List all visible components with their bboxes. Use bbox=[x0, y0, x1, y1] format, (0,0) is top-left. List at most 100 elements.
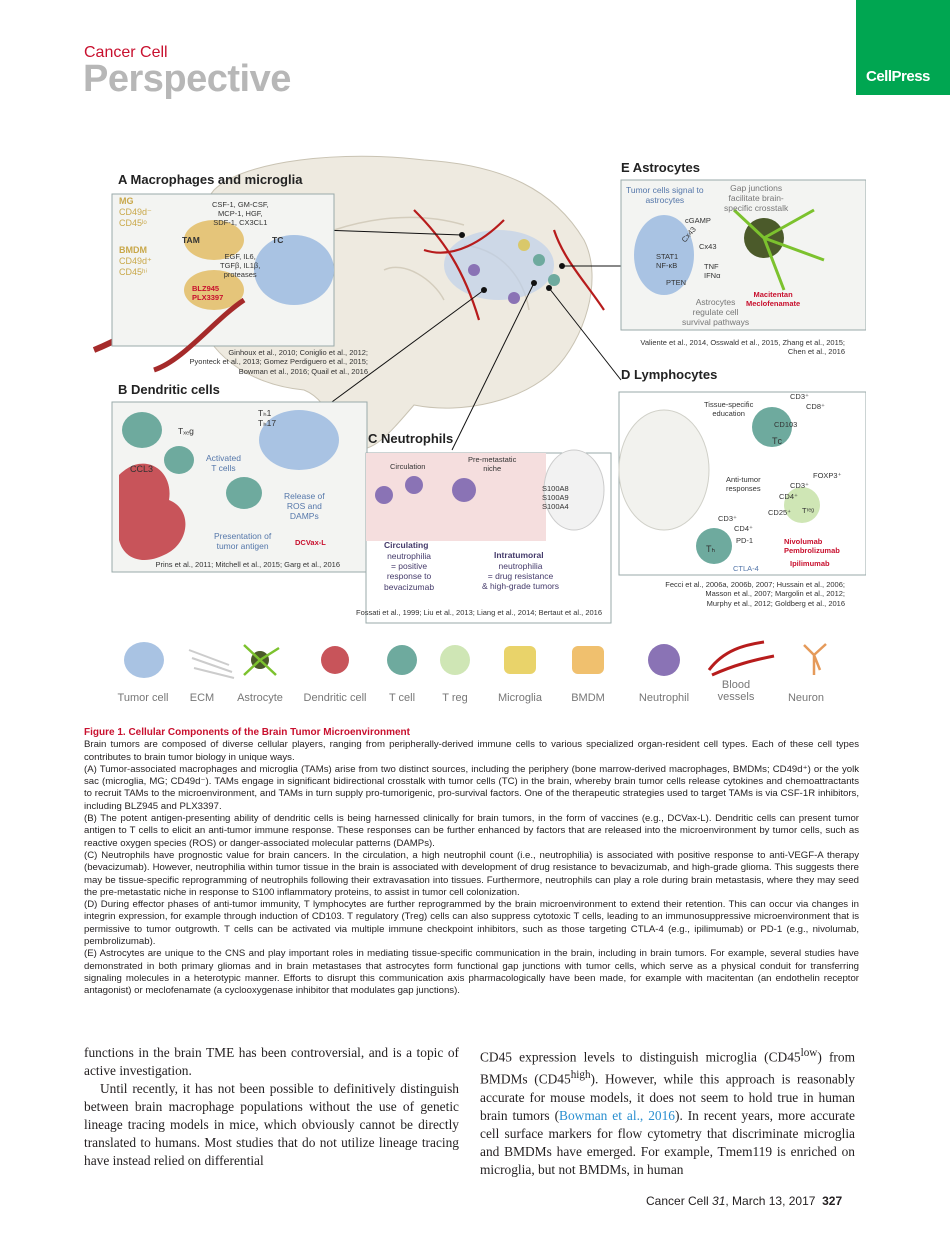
legend-dendritic-cell: Dendritic cell bbox=[303, 692, 367, 704]
figure-caption: Figure 1. Cellular Components of the Bra… bbox=[84, 727, 859, 998]
panel-a-drugs: BLZ945 PLX3397 bbox=[192, 284, 224, 302]
caption-title: Figure 1. Cellular Components of the Bra… bbox=[84, 727, 410, 738]
mg-marker-cd45: CD45ˡᵒ bbox=[119, 218, 147, 228]
section-title: Perspective bbox=[83, 58, 291, 100]
neuron-icon bbox=[803, 643, 827, 675]
ecm-icon bbox=[188, 649, 235, 679]
caption-intro: Brain tumors are composed of diverse cel… bbox=[84, 739, 859, 763]
figure-artwork bbox=[92, 155, 866, 624]
cd103-label: CD103 bbox=[774, 420, 798, 429]
bmdm-marker-cd49d: CD49d⁺ bbox=[119, 256, 152, 266]
body-right-p1: CD45 expression levels to distinguish mi… bbox=[480, 1047, 856, 1177]
legend-bmdm: BMDM bbox=[571, 692, 605, 704]
panel-b-title: B Dendritic cells bbox=[118, 382, 220, 397]
cellpress-logo: CellPress bbox=[856, 0, 950, 95]
cd4-label-th: CD4⁺ bbox=[734, 524, 753, 533]
circulation-label: Circulation bbox=[390, 462, 426, 471]
neutrophil-icon bbox=[648, 644, 680, 676]
legend-microglia: Microglia bbox=[497, 692, 542, 704]
cd25-label: CD25⁺ bbox=[768, 508, 792, 517]
ctla4-label: CTLA-4 bbox=[733, 564, 759, 573]
reference-link[interactable]: Bowman et al., 2016 bbox=[559, 1107, 675, 1123]
mg-label: MG bbox=[119, 196, 134, 206]
mg-marker-cd49d: CD49d⁻ bbox=[119, 207, 152, 217]
panel-b-drug: DCVax-L bbox=[295, 538, 326, 547]
panel-c-title: C Neutrophils bbox=[368, 431, 454, 446]
caption-d: (D) During effector phases of anti-tumor… bbox=[84, 899, 859, 948]
premetastatic-label: Pre-metastatic niche bbox=[468, 455, 517, 473]
astrocyte-regulate-label: Astrocytes regulate cell survival pathwa… bbox=[682, 297, 750, 328]
body-left-column: functions in the brain TME has been cont… bbox=[84, 1044, 459, 1170]
ccl3-label: CCL3 bbox=[130, 464, 154, 474]
panel-e-drugs: Macitentan Meclofenamate bbox=[746, 290, 801, 308]
caption-b: (B) The potent antigen-presenting abilit… bbox=[84, 813, 859, 849]
cd3-label-treg: CD3⁺ bbox=[790, 481, 809, 490]
pd1-label: PD-1 bbox=[736, 536, 754, 545]
legend-icons bbox=[124, 640, 827, 679]
cd4-label-treg: CD4⁺ bbox=[779, 492, 798, 501]
tam-label: TAM bbox=[182, 235, 200, 245]
blood-vessels-icon bbox=[707, 640, 775, 677]
legend-tumor-cell: Tumor cell bbox=[117, 692, 169, 704]
presentation-label: Presentation of tumor antigen bbox=[214, 531, 272, 552]
treg-icon bbox=[440, 645, 470, 675]
caption-c: (C) Neutrophils have prognostic value fo… bbox=[84, 849, 859, 898]
panel-d-title: D Lymphocytes bbox=[621, 367, 718, 382]
tc-label: TC bbox=[272, 235, 284, 245]
tnf-label: TNF IFNα bbox=[704, 262, 721, 280]
t-cell-icon bbox=[387, 645, 417, 675]
s100-label: S100A8 S100A9 S100A4 bbox=[542, 484, 569, 511]
tissue-education-label: Tissue-specific education bbox=[704, 400, 754, 418]
circulating-label: Circulating bbox=[384, 540, 429, 550]
treg-cell-label: Tʳᵉᵍ bbox=[802, 506, 814, 515]
page-footer: Cancer Cell 31, March 13, 2017 327 bbox=[646, 1194, 843, 1208]
panel-a-citations: Ginhoux et al., 2010; Coniglio et al., 2… bbox=[189, 348, 368, 376]
legend-neutrophil: Neutrophil bbox=[638, 692, 690, 704]
journal-name: Cancer Cell bbox=[84, 44, 168, 61]
panel-a-title: A Macrophages and microglia bbox=[118, 172, 303, 187]
tam-signals: EGF, IL6, TGFβ, IL1β, proteases bbox=[220, 252, 261, 279]
body-left-p2: Until recently, it has not been possible… bbox=[84, 1081, 459, 1168]
tumor-signal-label: Tumor cells signal to astrocytes bbox=[626, 185, 704, 206]
gap-junction-label: Gap junctions facilitate brain- specific… bbox=[724, 183, 789, 214]
legend-blood-vessels: Blood vessels bbox=[717, 679, 755, 703]
pten-label: PTEN bbox=[666, 278, 687, 287]
bmdm-icon bbox=[572, 646, 604, 674]
legend-neuron: Neuron bbox=[787, 692, 825, 704]
body-left-p1: functions in the brain TME has been cont… bbox=[84, 1045, 459, 1078]
cd8-label: CD8⁺ bbox=[806, 402, 825, 411]
treg-label: Tₓₑg bbox=[178, 426, 194, 436]
cd3-label-tc: CD3⁺ bbox=[790, 392, 809, 401]
microglia-icon bbox=[504, 646, 536, 674]
legend-treg: T reg bbox=[442, 692, 468, 704]
intratumoral-label: Intratumoral bbox=[494, 550, 544, 560]
cellpress-logo-text: CellPress bbox=[866, 68, 930, 85]
page-number: 327 bbox=[822, 1194, 843, 1208]
dendritic-cell-icon bbox=[321, 646, 349, 674]
panel-e-title: E Astrocytes bbox=[621, 160, 700, 175]
panel-d-drug-ipilimumab: Ipilimumab bbox=[790, 559, 830, 568]
body-right-column: CD45 expression levels to distinguish mi… bbox=[480, 1044, 855, 1179]
stat-label: STAT1 NF-κB bbox=[656, 252, 679, 270]
caption-a: (A) Tumor-associated macrophages and mic… bbox=[84, 763, 860, 812]
release-ros-label: Release of ROS and DAMPs bbox=[284, 491, 325, 522]
tumor-cell-icon bbox=[124, 642, 164, 678]
intratumoral-desc: neutrophilia = drug resistance & high-gr… bbox=[482, 561, 560, 592]
tc-signals: CSF-1, GM-CSF, MCP-1, HGF, SDF-1, CX3CL1 bbox=[212, 200, 269, 227]
th-label: Tₕ1 Tₕ17 bbox=[258, 408, 277, 429]
circulating-desc: neutrophilia = positive response to beva… bbox=[384, 551, 435, 592]
bmdm-label: BMDM bbox=[119, 245, 147, 255]
panel-e-citations: Valiente et al., 2014, Osswald et al., 2… bbox=[640, 338, 845, 357]
panel-c-citations: Fossati et al., 1999; Liu et al., 2013; … bbox=[356, 608, 602, 617]
figure-1: A Macrophages and microglia MG CD49d⁻ CD… bbox=[84, 150, 866, 720]
panel-d-drugs: Nivolumab Pembrolizumab bbox=[784, 537, 840, 555]
legend-ecm: ECM bbox=[189, 692, 215, 704]
foxp3-label: FOXP3⁺ bbox=[813, 471, 842, 480]
activated-t-cells-label: Activated T cells bbox=[206, 453, 241, 474]
th-cell-label: Tₕ bbox=[706, 544, 716, 554]
legend-t-cell: T cell bbox=[388, 692, 416, 704]
panel-b-citations: Prins et al., 2011; Mitchell et al., 201… bbox=[155, 560, 340, 569]
tc-cell-label: Tᴄ bbox=[772, 436, 782, 446]
legend-astrocyte: Astrocyte bbox=[237, 692, 283, 704]
panel-d-citations: Fecci et al., 2006a, 2006b, 2007; Hussai… bbox=[665, 580, 845, 608]
